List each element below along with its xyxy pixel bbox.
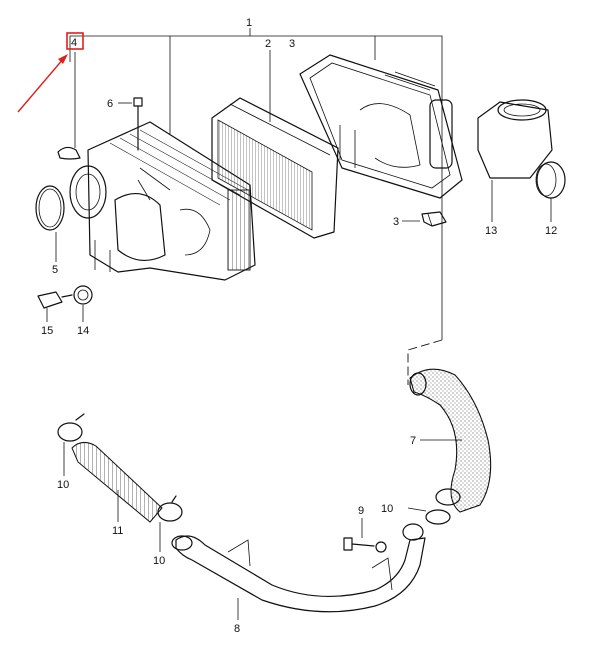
label-8: 8	[234, 623, 240, 635]
label-7: 7	[410, 435, 416, 447]
part-9-bolt	[343, 518, 387, 553]
label-5: 5	[52, 264, 58, 276]
part-labels: 1 4 2 3 6 3 13 12 5 15 14 7 10 11 9 10 1…	[41, 17, 557, 635]
part-8-pipe	[171, 523, 426, 620]
part-14-grommet	[73, 285, 93, 322]
part-13-intake-elbow	[477, 99, 553, 222]
label-3-top: 3	[289, 38, 295, 50]
label-14: 14	[77, 325, 89, 337]
label-10-right: 10	[381, 503, 393, 515]
label-11: 11	[112, 525, 123, 537]
label-4: 4	[71, 37, 77, 49]
red-arrow	[17, 57, 65, 113]
label-9: 9	[358, 505, 364, 517]
label-1: 1	[246, 17, 252, 29]
label-6: 6	[107, 98, 113, 110]
part-15-sensor	[37, 291, 73, 322]
label-10-mid: 10	[153, 555, 165, 567]
part-5-o-ring	[35, 185, 65, 262]
label-13: 13	[485, 225, 497, 237]
label-10-left: 10	[57, 479, 69, 491]
label-2: 2	[265, 38, 271, 50]
air-filter-housing	[69, 121, 256, 281]
part-3-housing-cover	[299, 54, 463, 199]
part-2-filter-element	[211, 50, 339, 239]
highlight-callout	[17, 32, 84, 113]
label-3-clip: 3	[393, 216, 399, 228]
part-7-intake-hose	[409, 368, 492, 513]
group-bracket	[69, 28, 443, 385]
part-6-screw	[118, 97, 143, 151]
red-arrowhead	[58, 54, 68, 64]
highlight-box	[66, 32, 84, 50]
label-12: 12	[545, 225, 557, 237]
part-11-flex-hose	[71, 442, 163, 523]
label-15: 15	[41, 325, 53, 337]
part-3-clip	[402, 211, 447, 227]
part-4-clip	[57, 52, 81, 160]
part-10-clamps	[57, 413, 461, 552]
part-12-cap	[535, 161, 566, 222]
